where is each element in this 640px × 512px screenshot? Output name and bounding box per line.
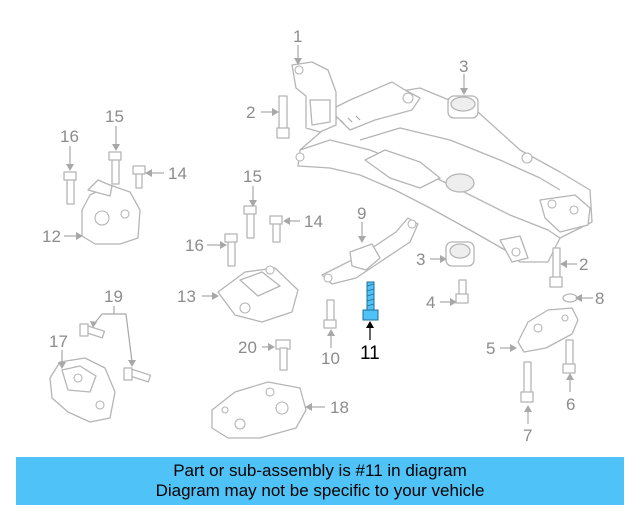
- part-11-highlighted-bolt: [362, 281, 379, 340]
- part-15-bolt-center: [243, 205, 257, 239]
- part-6-bolt: [562, 339, 576, 374]
- callout-3-lower: 3: [416, 250, 425, 269]
- callout-2-upper: 2: [246, 103, 255, 122]
- part-1-mount-bracket: [291, 61, 337, 133]
- subframe-crossmember: [295, 81, 593, 263]
- banner-line-disclaimer: Diagram may not be specific to your vehi…: [155, 481, 485, 500]
- leader-lines: [58, 45, 593, 424]
- part-17-transmission-mount: [49, 357, 116, 423]
- part-13-mount-bracket: [217, 265, 299, 323]
- part-15-bolt-left: [108, 151, 122, 185]
- callout-labels: 1 2 3 2 3 4 5 6 7 8 9 10 11 12 13 14 14 …: [42, 27, 604, 445]
- part-12-engine-mount: [81, 179, 141, 245]
- callout-10: 10: [321, 349, 340, 368]
- part-16-bolt-left: [63, 171, 77, 205]
- banner-line-part-number: Part or sub-assembly is #11 in diagram: [173, 461, 467, 480]
- part-5-bracket: [517, 307, 579, 353]
- callout-20: 20: [238, 338, 257, 357]
- callout-4: 4: [426, 293, 435, 312]
- part-19-bolts: [79, 323, 152, 383]
- callout-1: 1: [293, 27, 302, 46]
- callout-7: 7: [523, 426, 532, 445]
- callout-9: 9: [357, 204, 366, 223]
- parts-diagram: 1 2 3 2 3 4 5 6 7 8 9 10 11 12 13 14 14 …: [42, 27, 604, 445]
- callout-17: 17: [49, 332, 68, 351]
- part-3-bushing-lower: [445, 241, 475, 267]
- part-7-bolt: [520, 361, 534, 403]
- callout-18: 18: [330, 398, 349, 417]
- info-banner: Part or sub-assembly is #11 in diagram D…: [16, 457, 624, 505]
- callout-2-lower: 2: [579, 255, 588, 274]
- callout-14-left: 14: [168, 164, 187, 183]
- part-2-bolt-upper: [276, 95, 290, 139]
- part-8-washer: [562, 293, 578, 303]
- part-14-bolt-center: [269, 215, 283, 243]
- part-10-bolt: [323, 299, 337, 329]
- callout-3-upper: 3: [459, 57, 468, 76]
- callout-13: 13: [177, 287, 196, 306]
- callout-16-left: 16: [60, 127, 79, 146]
- callout-8: 8: [595, 289, 604, 308]
- part-14-bolt-left: [132, 165, 146, 189]
- callout-15-left: 15: [105, 107, 124, 126]
- part-9-torque-rod: [321, 217, 419, 285]
- callout-19: 19: [104, 287, 123, 306]
- callout-6: 6: [566, 395, 575, 414]
- part-16-bolt-center: [224, 233, 238, 267]
- callout-16-center: 16: [185, 236, 204, 255]
- part-4-bolt: [455, 279, 469, 304]
- part-18-mount: [211, 381, 307, 439]
- callout-14-center: 14: [304, 212, 323, 231]
- callout-11-highlighted: 11: [360, 343, 380, 364]
- callout-15-center: 15: [243, 167, 262, 186]
- callout-5: 5: [486, 339, 495, 358]
- part-3-bushing-upper: [447, 95, 479, 119]
- part-2-bolt-lower: [549, 247, 563, 288]
- part-20-bolt: [275, 339, 291, 371]
- callout-12: 12: [42, 227, 61, 246]
